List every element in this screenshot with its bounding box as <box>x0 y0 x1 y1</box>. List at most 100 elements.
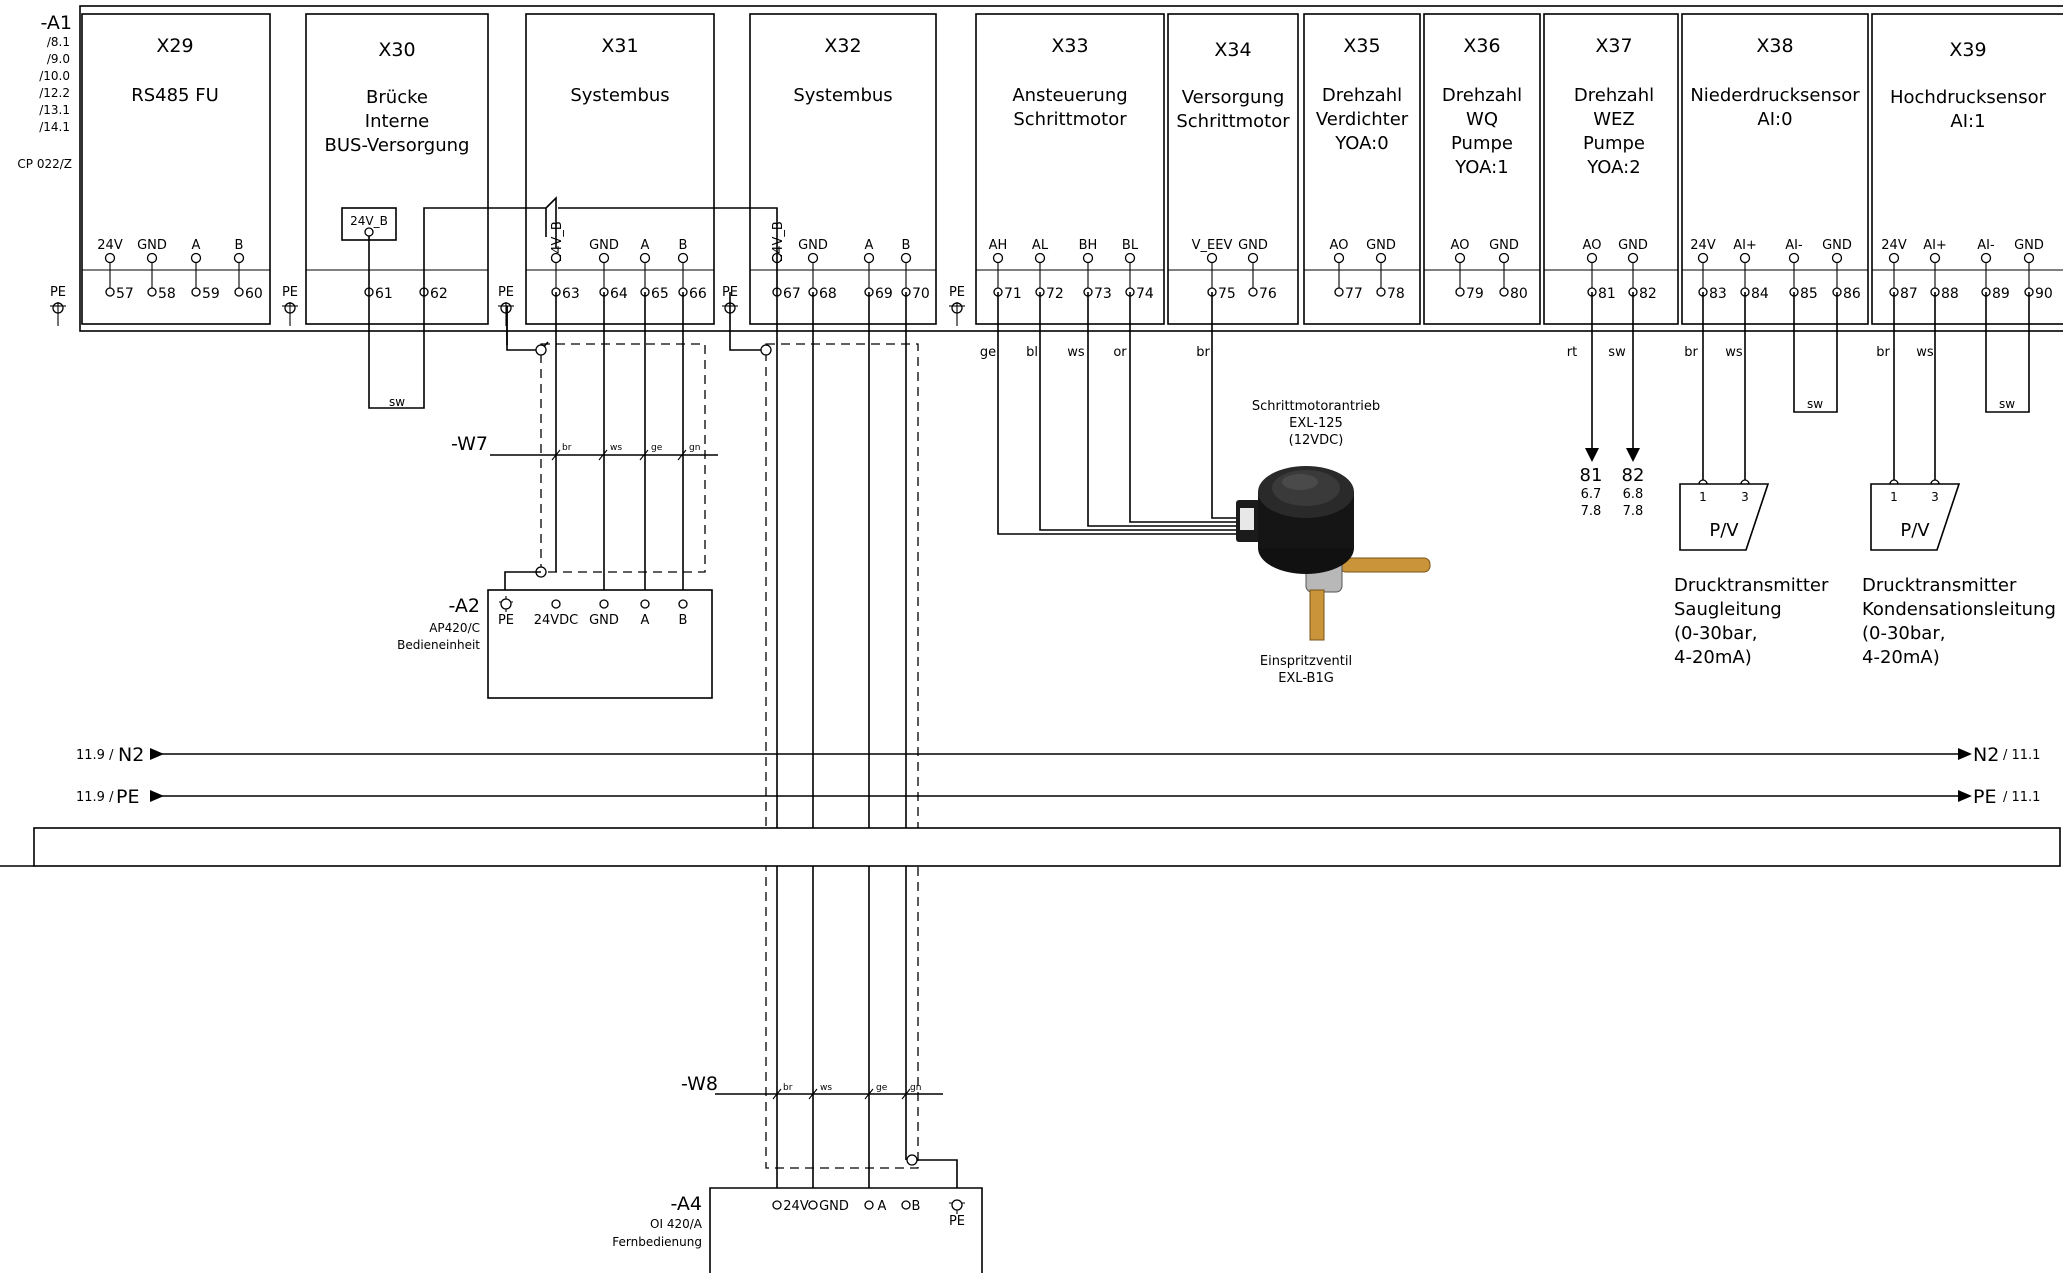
wire-color: sw <box>1999 397 2015 411</box>
cable-w7-tag: -W7 <box>451 433 488 455</box>
pin-connector <box>1124 252 1136 264</box>
pin-label: GND <box>1618 238 1648 253</box>
terminal <box>1455 287 1465 297</box>
terminal-number: 59 <box>202 286 220 302</box>
pin-connector <box>1627 252 1639 264</box>
module-title: Schrittmotor <box>1013 109 1127 130</box>
terminal <box>1376 287 1386 297</box>
pin-connector <box>900 252 912 264</box>
device-header: -A1 /8.1 /9.0 /10.0 /12.2 /13.1 /14.1 CP… <box>17 12 72 171</box>
cable-core: gn <box>689 443 700 453</box>
cable-core: br <box>783 1083 793 1093</box>
terminal-number: 76 <box>1259 286 1277 302</box>
terminal <box>1499 287 1509 297</box>
a4-pin: GND <box>819 1199 849 1214</box>
module-box-x37 <box>1543 13 1679 325</box>
device-ref: /13.1 <box>39 103 70 117</box>
module-title: Systembus <box>793 85 892 106</box>
pin-label: AO <box>1330 238 1349 253</box>
module-title: BUS-Versorgung <box>325 135 470 156</box>
wire-color: rt <box>1567 345 1577 360</box>
a2-pin: B <box>679 613 688 628</box>
pin-label: AH <box>989 238 1008 253</box>
module-title: Ansteuerung <box>1012 85 1127 106</box>
pin-label: B <box>679 238 688 253</box>
pin-label: AI- <box>1785 238 1803 253</box>
pin-connector <box>2023 252 2035 264</box>
terminal-number: 77 <box>1345 286 1363 302</box>
pin-label: B <box>902 238 911 253</box>
pin-connector <box>863 252 875 264</box>
module-title: Interne <box>365 111 429 132</box>
module-title: WQ <box>1466 109 1498 130</box>
device-a4: -A4 OI 420/A Fernbedienung 24V GND A B P… <box>612 1187 983 1273</box>
pin-connector <box>233 252 245 264</box>
pin-connector <box>1697 252 1709 264</box>
device-ref: /8.1 <box>47 35 70 49</box>
terminal-number: 85 <box>1800 286 1818 302</box>
output-number: 82 <box>1622 465 1645 486</box>
pin-label: A <box>865 238 874 253</box>
terminal <box>1248 287 1258 297</box>
pe-label: PE <box>282 285 298 300</box>
module-id-x33: X33 <box>1051 35 1088 57</box>
terminal-number: 66 <box>689 286 707 302</box>
wire-color: sw <box>1608 345 1626 360</box>
wire-color: br <box>1196 345 1210 360</box>
a4-pin: B <box>912 1199 921 1214</box>
pin-label: 24V <box>97 238 123 253</box>
module-title: AI:1 <box>1950 111 1985 132</box>
rail-name: N2 <box>1973 744 1999 766</box>
pin-label: AI- <box>1977 238 1995 253</box>
module-box-x30 <box>305 13 489 325</box>
terminal-number: 74 <box>1136 286 1154 302</box>
terminal <box>1334 287 1344 297</box>
transmitter-desc: Saugleitung <box>1674 599 1782 620</box>
pin-label: 24V <box>1690 238 1716 253</box>
module-title: Schrittmotor <box>1176 111 1290 132</box>
module-title: YOA:2 <box>1586 157 1640 178</box>
transmitter-suction: 1 3 P/V Drucktransmitter Saugleitung (0-… <box>1674 483 1829 668</box>
pin-label: AO <box>1451 238 1470 253</box>
wire-color: sw <box>1807 397 1823 411</box>
terminal-number: 64 <box>610 286 628 302</box>
a2-name: Bedieneinheit <box>397 638 480 652</box>
pin-label: BL <box>1122 238 1139 253</box>
module-title: RS485 FU <box>131 85 219 106</box>
module-id-x38: X38 <box>1756 35 1793 57</box>
output-ref: 7.8 <box>1581 504 1602 519</box>
wire-color: ws <box>1916 345 1934 360</box>
pin-connector <box>1206 252 1218 264</box>
cable-core: gn <box>910 1083 921 1093</box>
output-ref: 7.8 <box>1623 504 1644 519</box>
module-box-x39 <box>1871 13 2063 325</box>
device-a2: -A2 AP420/C Bedieneinheit PE 24VDC GND A… <box>397 589 713 699</box>
pin-label: GND <box>1366 238 1396 253</box>
pin-connector <box>1739 252 1751 264</box>
a2-pin: PE <box>498 613 514 628</box>
pin-label: AL <box>1032 238 1049 253</box>
transmitter-symbol: P/V <box>1709 520 1739 541</box>
module-id-x36: X36 <box>1463 35 1500 57</box>
terminal-number: 87 <box>1900 286 1918 302</box>
a2-box <box>487 589 713 699</box>
pin-connector <box>1333 252 1345 264</box>
pin-label: V_EEV <box>1192 238 1233 253</box>
stepper-motor-picture: Schrittmotorantrieb EXL-125 (12VDC) Eins… <box>1236 399 1431 686</box>
pin-connector <box>1247 252 1259 264</box>
a4-pin: A <box>878 1199 887 1214</box>
pin-label: A <box>641 238 650 253</box>
a2-tag: -A2 <box>448 595 480 617</box>
a4-model: OI 420/A <box>650 1217 703 1231</box>
rail-name: N2 <box>118 744 144 766</box>
pin-label: GND <box>798 238 828 253</box>
terminal <box>105 287 115 297</box>
motor-caption: EXL-125 <box>1289 416 1343 431</box>
module-id-x35: X35 <box>1343 35 1380 57</box>
transmitter-desc: Kondensationsleitung <box>1862 599 2056 620</box>
terminal-number: 80 <box>1510 286 1528 302</box>
transmitter-pin: 3 <box>1931 490 1939 504</box>
module-title: AI:0 <box>1757 109 1792 130</box>
